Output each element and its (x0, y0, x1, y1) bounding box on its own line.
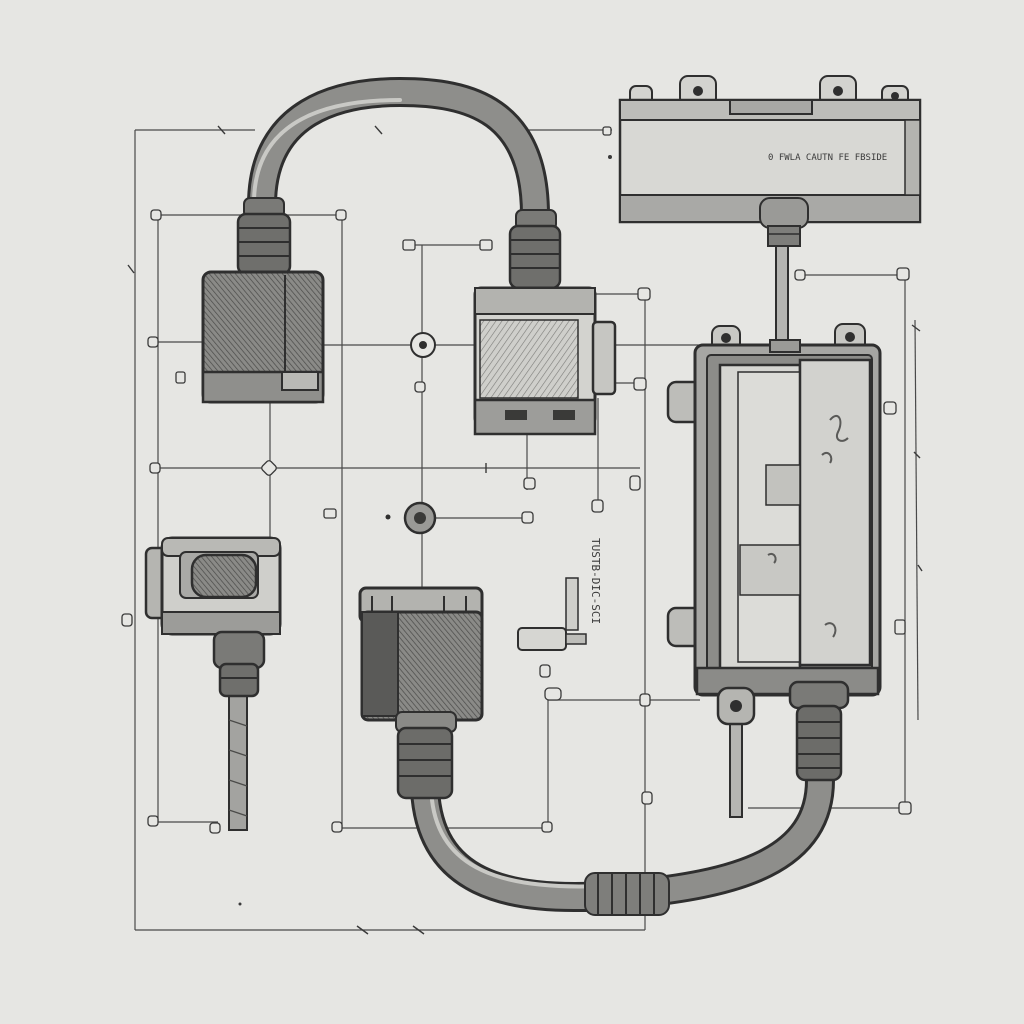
connection-nodes (385, 332, 437, 535)
cable-loop-top (247, 76, 550, 230)
lower-connector (358, 577, 587, 800)
thin-rod-relay (775, 239, 789, 341)
left-connector (201, 197, 325, 404)
thin-cable-left (228, 689, 248, 831)
middle-connector (473, 209, 617, 436)
cable-loop-bottom (410, 765, 835, 916)
stray-dots (238, 155, 612, 906)
plug-connector (144, 536, 282, 698)
dimension-markers (121, 126, 912, 834)
vertical-note: TUSTB-DIC-SCI (589, 538, 602, 624)
thin-rod-bottom-right (729, 721, 743, 818)
control-box (666, 323, 882, 782)
relay-module: 0 FWLA CAUTN FE FBSIDE (618, 75, 922, 247)
dimension-tick-marks (127, 125, 923, 935)
relay-plate-text: 0 FWLA CAUTN FE FBSIDE (768, 153, 887, 163)
